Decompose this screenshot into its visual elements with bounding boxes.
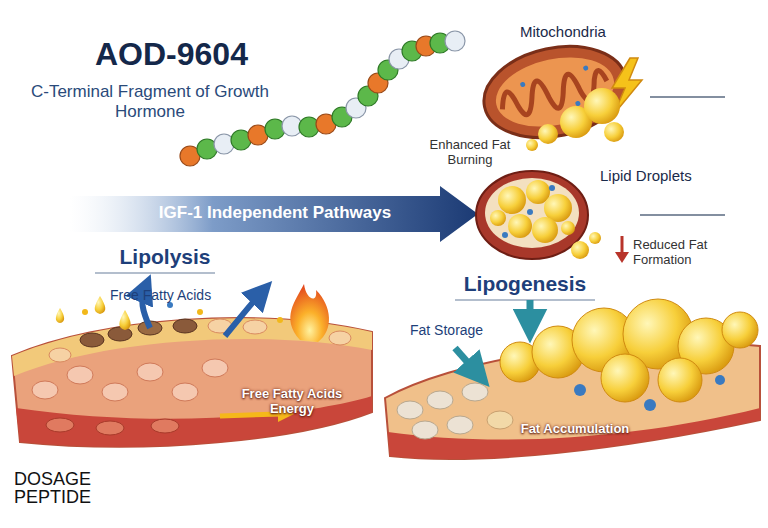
fat-cell xyxy=(137,363,163,381)
lipid-droplet xyxy=(532,217,558,243)
lipid-droplet xyxy=(508,214,532,238)
lipid-droplet xyxy=(490,210,506,226)
annotation-label: IGF-1 Independent Pathways xyxy=(120,203,430,223)
mitochondria-matrix xyxy=(489,47,620,137)
illustrated-region: Mitochondria xyxy=(470,15,650,155)
fat-cell xyxy=(243,320,267,334)
mitochondria-illustration xyxy=(475,34,634,150)
mitochondria-membrane xyxy=(475,34,634,150)
illustrated-region: LipogenesisFat StorageFat Accumulation xyxy=(380,270,760,470)
pathway-arrow xyxy=(70,186,478,242)
tissue-cell xyxy=(151,419,179,433)
fat-droplet xyxy=(584,88,620,124)
fat-cell xyxy=(202,359,228,377)
fatty-acid-dot xyxy=(197,309,203,315)
fat-cell xyxy=(49,348,71,362)
fat-globule xyxy=(601,354,649,402)
tissue-cell xyxy=(46,418,74,432)
fat-cell xyxy=(412,421,438,439)
fat-cell xyxy=(172,383,198,401)
amino-bead xyxy=(445,31,465,51)
region-heading: Mitochondria xyxy=(520,23,650,40)
leader-line xyxy=(640,214,725,216)
storage-arrow xyxy=(455,348,478,374)
down-arrow-head xyxy=(615,252,629,263)
tissue-base xyxy=(388,408,760,459)
fatty-acid-dot xyxy=(277,317,283,323)
lipid-droplet xyxy=(561,221,575,235)
fat-droplets xyxy=(526,88,624,151)
granule xyxy=(549,185,555,191)
cell-interior xyxy=(485,178,579,248)
lipid-droplet xyxy=(571,241,589,259)
fat-cell xyxy=(427,391,453,409)
granule xyxy=(502,232,508,238)
region-label: Fat Storage xyxy=(410,322,520,338)
region-heading: Lipid Droplets xyxy=(600,167,725,184)
granule xyxy=(574,384,586,396)
diagram-title: AOD-9604 xyxy=(95,36,295,73)
fat-cell xyxy=(102,383,128,401)
region-label: Free Fatty Acids Energy xyxy=(232,387,352,417)
fatty-acid-dot xyxy=(82,309,88,315)
region-heading: Lipolysis xyxy=(95,245,235,269)
annotation-label: C-Terminal Fragment of Growth Hormone xyxy=(25,82,275,121)
granule xyxy=(520,82,526,88)
fat-cell xyxy=(32,381,58,399)
fat-globule xyxy=(722,312,758,348)
fat-cell xyxy=(67,366,93,384)
fat-globule xyxy=(658,358,702,402)
cell-membrane xyxy=(476,171,588,259)
lipid-droplet xyxy=(589,232,601,244)
leader-line xyxy=(650,96,725,98)
heading-rule xyxy=(455,299,595,301)
tissue-base xyxy=(16,396,372,447)
region-label: Fat Accumulation xyxy=(500,422,650,437)
depleted-cell xyxy=(108,327,132,341)
fat-cell xyxy=(329,331,351,345)
fat-droplet xyxy=(604,122,624,142)
fat-cell xyxy=(462,383,488,401)
fat-droplet xyxy=(538,124,558,144)
heading-rule xyxy=(95,272,215,274)
fat-cell xyxy=(447,416,473,434)
fat-droplet xyxy=(526,139,538,151)
depleted-cell xyxy=(173,319,197,333)
granule xyxy=(575,101,581,107)
lipid-droplet xyxy=(498,186,526,214)
depleted-cell xyxy=(80,333,104,347)
lipid-cell-illustration xyxy=(476,171,601,259)
region-heading: Lipogenesis xyxy=(450,272,600,296)
release-arrow xyxy=(225,292,262,336)
fatty-acid-drop xyxy=(95,296,106,314)
granule xyxy=(644,399,656,411)
fatty-acid-drop xyxy=(119,310,130,330)
annotation-label: Enhanced Fat Burning xyxy=(420,138,520,168)
fat-cell xyxy=(487,411,513,429)
fat-cell xyxy=(397,401,423,419)
tissue-cell xyxy=(96,421,124,435)
fatty-acid-drop xyxy=(56,308,64,323)
granule xyxy=(583,65,589,71)
granule xyxy=(715,375,725,385)
flame xyxy=(290,284,329,342)
storage-arrow xyxy=(527,300,534,326)
granule xyxy=(527,209,533,215)
illustrated-region: LipolysisFree Fatty AcidsFree Fatty Acid… xyxy=(10,245,375,470)
lipolysis-tissue xyxy=(12,273,372,447)
annotation-label: Reduced Fat Formation xyxy=(633,238,738,268)
watermark: DOSAGE PEPTIDE xyxy=(14,470,109,506)
down-arrow xyxy=(621,236,624,254)
lipogenesis-tissue xyxy=(385,299,760,459)
region-label: Free Fatty Acids xyxy=(110,287,260,303)
